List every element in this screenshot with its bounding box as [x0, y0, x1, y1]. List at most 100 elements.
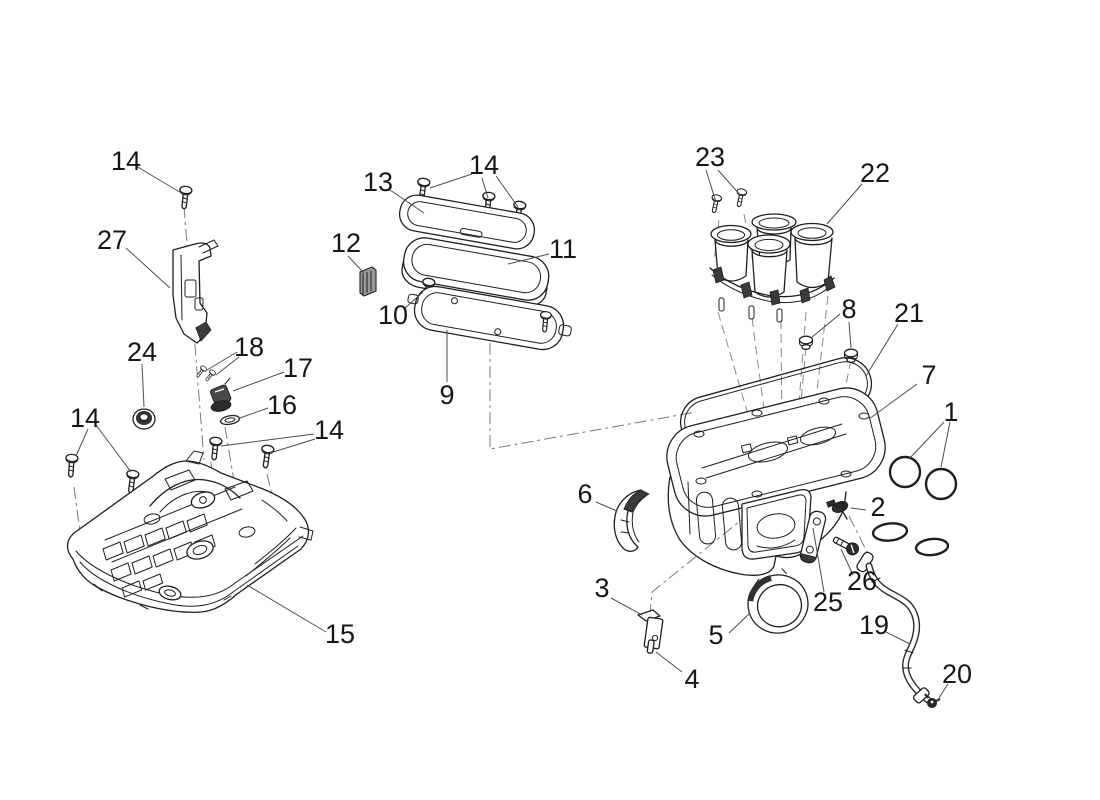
callout-label: 14	[314, 415, 344, 445]
callout-label: 27	[97, 225, 127, 255]
leader-line	[595, 501, 618, 512]
support-bracket-25	[799, 510, 827, 564]
intake-ring-5	[747, 568, 809, 634]
callout-6: 6	[577, 479, 618, 512]
callout-label: 13	[363, 167, 393, 197]
callout-label: 21	[894, 298, 924, 328]
o-ring-seals	[871, 522, 950, 557]
callout-label: 16	[267, 390, 297, 420]
callout-label: 25	[813, 587, 843, 617]
callout-14-left: 14	[70, 403, 132, 473]
sensor-17	[209, 377, 232, 412]
screw	[177, 185, 193, 211]
screw	[258, 443, 275, 470]
callout-label: 10	[378, 300, 408, 330]
callout-27: 27	[97, 225, 171, 289]
leader-line	[610, 597, 643, 616]
callout-1: 1	[908, 397, 959, 468]
leader-line	[840, 548, 854, 576]
callouts: 14 27 13 14 11 12 10 9	[70, 142, 972, 702]
callout-26: 26	[840, 548, 877, 596]
leader-line	[347, 255, 365, 274]
leader-line	[232, 371, 285, 392]
callout-label: 6	[577, 479, 592, 509]
airbox-cover-15	[66, 450, 314, 613]
screw	[207, 436, 223, 462]
leader-line	[868, 383, 918, 420]
leader-line	[810, 313, 852, 349]
callout-4: 4	[655, 651, 700, 694]
leader-line	[125, 247, 171, 289]
rubber-pad-12	[359, 266, 377, 297]
callout-24: 24	[127, 337, 157, 408]
leader-line	[389, 189, 425, 214]
callout-14-top-left: 14	[111, 146, 184, 195]
callout-15: 15	[246, 584, 355, 649]
callout-14-mid: 14	[220, 415, 344, 454]
callout-3: 3	[594, 573, 643, 616]
callout-label: 14	[70, 403, 100, 433]
callout-label: 11	[549, 234, 577, 264]
retaining-clip-6	[613, 489, 650, 552]
callout-10: 10	[378, 291, 424, 330]
callout-label: 17	[283, 353, 313, 383]
callout-5: 5	[708, 612, 751, 650]
callout-18: 18	[206, 332, 264, 376]
callout-12: 12	[331, 228, 365, 274]
leader-line	[141, 363, 145, 408]
callout-label: 19	[859, 610, 889, 640]
screw-26	[832, 536, 860, 556]
screw	[63, 453, 79, 479]
callout-label: 18	[234, 332, 264, 362]
airbox-housing-7	[666, 387, 886, 576]
callout-label: 8	[841, 294, 856, 324]
filter-base-frame-9	[407, 285, 572, 351]
callout-17: 17	[232, 353, 313, 392]
leader-line	[75, 424, 132, 473]
leader-line	[826, 183, 863, 225]
callout-20: 20	[936, 659, 972, 702]
leader-line	[206, 351, 240, 376]
leader-line	[865, 323, 899, 377]
intake-funnels-22	[709, 213, 836, 323]
screw	[708, 193, 723, 215]
leader-line	[908, 421, 951, 468]
o-rings-1	[888, 455, 958, 501]
callout-label: 3	[594, 573, 609, 603]
callout-label: 1	[943, 397, 958, 427]
leader-line	[850, 507, 867, 511]
callout-14-top-mid: 14	[429, 150, 519, 208]
callout-label: 5	[708, 620, 723, 650]
callout-7: 7	[868, 360, 937, 420]
callout-label: 23	[695, 142, 725, 172]
leader-line	[239, 407, 269, 419]
leader-line	[246, 584, 327, 633]
callout-label: 14	[111, 146, 141, 176]
callout-25: 25	[812, 527, 843, 617]
callout-label: 24	[127, 337, 157, 367]
callout-label: 2	[870, 492, 885, 522]
stop-bracket-3-4	[637, 609, 664, 654]
leader-line	[728, 612, 751, 634]
callout-16: 16	[239, 390, 297, 420]
drain-hose-19	[856, 551, 932, 704]
callout-label: 12	[331, 228, 361, 258]
callout-label: 9	[439, 380, 454, 410]
callout-2: 2	[850, 492, 886, 522]
callout-13: 13	[363, 167, 425, 214]
callout-label: 14	[469, 150, 499, 180]
mounting-bracket-27	[172, 239, 219, 344]
callout-21: 21	[865, 298, 924, 377]
leader-line	[705, 169, 742, 203]
leader-line	[403, 291, 424, 310]
callout-label: 4	[684, 664, 699, 694]
callout-22: 22	[826, 158, 890, 225]
callout-label: 26	[847, 566, 877, 596]
callout-label: 22	[860, 158, 890, 188]
leader-line	[135, 165, 184, 195]
callout-8: 8	[810, 294, 857, 349]
leader-line	[429, 173, 519, 208]
filter-lid-frame-13	[398, 194, 536, 250]
